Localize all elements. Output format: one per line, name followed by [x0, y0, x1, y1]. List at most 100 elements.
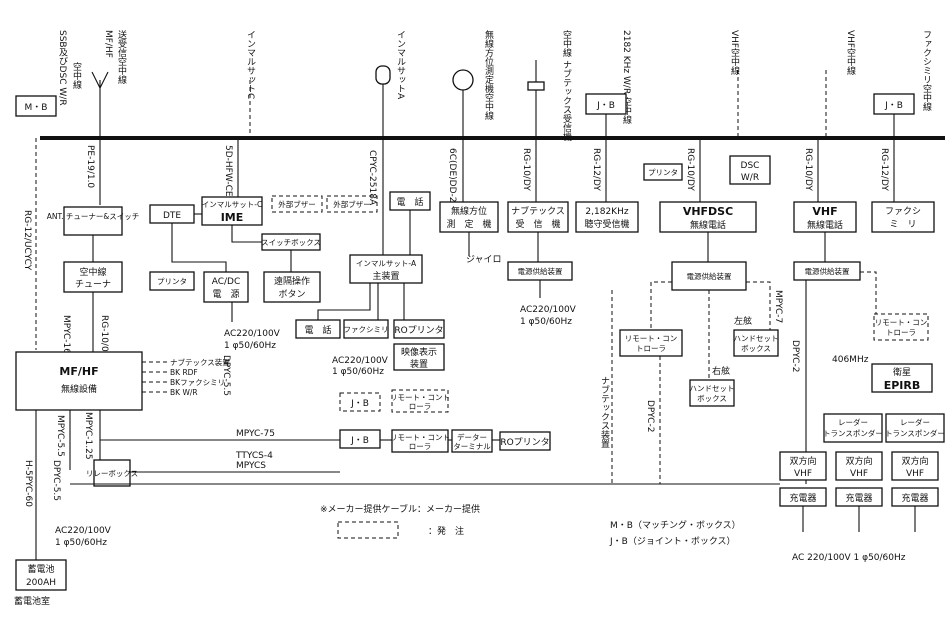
video-box	[393, 343, 445, 371]
data-terminal-box	[451, 429, 493, 453]
power-ac4-2: 1 φ50/60Hz	[520, 317, 572, 327]
video-label-1: 映像表示	[401, 346, 437, 358]
radar1-label-2: トランスポンダー	[823, 428, 883, 438]
ime-acdc-link	[171, 223, 227, 272]
power-ac3-2: 1 φ50/60Hz	[332, 367, 384, 377]
cable-mpyc125: MPYC-1.25	[83, 412, 93, 460]
cable-rg10dy2: RG-10/DY	[685, 148, 695, 191]
two-way-vhf-group: 双方向 VHF 双方向 VHF 双方向 VHF 充電器 充電器 充電器 AC 2…	[779, 451, 939, 563]
power-supply2-label: 電源供給装置	[687, 271, 732, 281]
ro-printer-label: ROプリンタ	[394, 325, 443, 336]
ime-switch-link	[231, 225, 262, 243]
inmarsat-a-dome-icon	[375, 65, 391, 85]
label-tx-rx-antenna: 送受信空中線	[116, 29, 127, 84]
video-label-2: 装置	[410, 358, 428, 370]
psu3-remote4-link	[860, 271, 877, 314]
legend-mb: M・B（マッチング・ボックス）	[610, 519, 741, 531]
power-ac2-1: AC220/100V	[224, 329, 281, 339]
mfhf-output-2: BKファクシミリ	[170, 378, 225, 387]
psu-handset1-link	[746, 281, 771, 330]
fax-label-2: ミ リ	[889, 220, 916, 230]
cable-mpyc55: MPYC-5.5	[55, 415, 65, 457]
gyro-label: ジャイロ	[466, 255, 502, 265]
mfhf-output-1: BK RDF	[170, 368, 198, 377]
battery-box	[15, 559, 67, 591]
cable-pe19: PE-19/1.0	[85, 145, 95, 188]
handset2-label-2: ボックス	[697, 394, 727, 403]
cable-mpyc7: MPYC-7	[773, 290, 783, 323]
two-way-vhf-2-label-2: VHF	[850, 469, 868, 479]
jb-dashed-label: J・B	[350, 399, 369, 409]
radar-transponder-2	[885, 413, 945, 443]
ime-label-1: インマルサット-C	[202, 200, 262, 209]
legend-jb: J・B（ジョイント・ボックス）	[609, 536, 736, 547]
remote4-label-1: リモート・コン	[875, 318, 928, 327]
two-way-vhf-1-label-2: VHF	[794, 469, 812, 479]
battery-room-label: 蓄電池室	[14, 595, 50, 607]
mfhf-radio-box	[15, 351, 143, 411]
vhfdsc-label-1: VHFDSC	[683, 205, 733, 218]
navtex-coupler-icon	[527, 81, 545, 91]
printer-box	[149, 271, 195, 291]
fax-small-box	[343, 319, 389, 339]
dsc-label-1: DSC	[741, 161, 760, 171]
cable-mpyc16: MPYC-16	[61, 315, 71, 354]
label-navtex-antenna: 空中線 ナブテックス受信機	[561, 29, 572, 142]
legend-order: ：発 注	[428, 525, 464, 537]
rdf-label-1: 無線方位	[451, 205, 487, 217]
remote-op-box	[263, 271, 321, 303]
dte-label: DTE	[163, 211, 181, 221]
jb-box-fax-label: J・B	[884, 101, 903, 111]
two-way-vhf-2	[835, 451, 883, 481]
mf-hf-antenna-fork-icon	[91, 71, 109, 90]
inmarsat-a-main-label-2: 主装置	[372, 270, 399, 282]
cable-h5pyc60: H-5PYC-60	[23, 460, 33, 507]
label-mf-hf: MF/HF	[103, 30, 113, 58]
mb-box-label: M・B	[25, 103, 48, 113]
epirb-label-1: 衛星	[893, 366, 911, 378]
two-way-vhf-3	[891, 451, 939, 481]
remote-ctrl-1-label-1: リモート・コント	[390, 393, 450, 402]
power-supply3-label: 電源供給装置	[805, 266, 850, 276]
ro-printer-box	[393, 319, 445, 339]
switch-box-label: スイッチボックス	[261, 238, 321, 247]
f2182-label-1: 2,182KHz	[585, 207, 628, 217]
printer-label: プリンタ	[157, 277, 187, 286]
cable-5d-hfw: 5D-HFW-CE	[223, 145, 233, 197]
ro-printer2-box	[499, 431, 551, 451]
battery-label-2: 200AH	[26, 578, 56, 588]
two-way-vhf-3-label-2: VHF	[906, 469, 924, 479]
acdc-label-2: 電 源	[212, 289, 239, 300]
handset1-label-1: ハンドセット	[734, 334, 779, 343]
rdf-label-2: 測 定 機	[446, 218, 491, 230]
rdf-box	[439, 201, 499, 233]
navtex-device-label: ナブテックス装置	[599, 376, 610, 448]
fax-box	[871, 201, 935, 233]
air-tuner-label-1: 空中線	[79, 266, 106, 278]
label-ssb-dsc: SSB及びDSC W/R	[57, 30, 68, 106]
navtex-label-1: ナブテックス	[511, 205, 565, 217]
cable-dpyc2b: DPYC-2	[790, 340, 800, 372]
ext-buzzer-2-label: 外部ブザー	[333, 199, 371, 209]
ime-box	[201, 196, 263, 226]
printer2-label: プリンタ	[648, 168, 678, 177]
cable-rg12dy3: RG-12/DY	[879, 148, 889, 191]
cable-rg10: RG-10/0	[99, 315, 109, 352]
acdc-label-1: AC/DC	[212, 277, 241, 287]
f2182-box	[575, 201, 639, 233]
label-vhf-antenna-2: VHF空中線	[845, 30, 856, 75]
jb-box-main	[339, 429, 381, 449]
phone-label: 電 話	[396, 196, 423, 208]
inmarsat-a-main-box	[349, 254, 423, 284]
relay-box	[93, 459, 131, 487]
label-vhf-antenna: VHF空中線	[729, 30, 740, 75]
ro-printer2-label: ROプリンタ	[500, 437, 549, 448]
f406-label: 406MHz	[832, 355, 869, 365]
ime-label-2: IME	[221, 211, 244, 224]
relay-box-label: リレーボックス	[86, 469, 138, 478]
data-terminal-label-2: ターミナル	[453, 442, 491, 451]
mfhf-radio-label-2: 無線設備	[61, 383, 97, 395]
handset-box-1	[733, 329, 779, 357]
cable-rg12dy: RG-12/DY	[591, 148, 601, 191]
